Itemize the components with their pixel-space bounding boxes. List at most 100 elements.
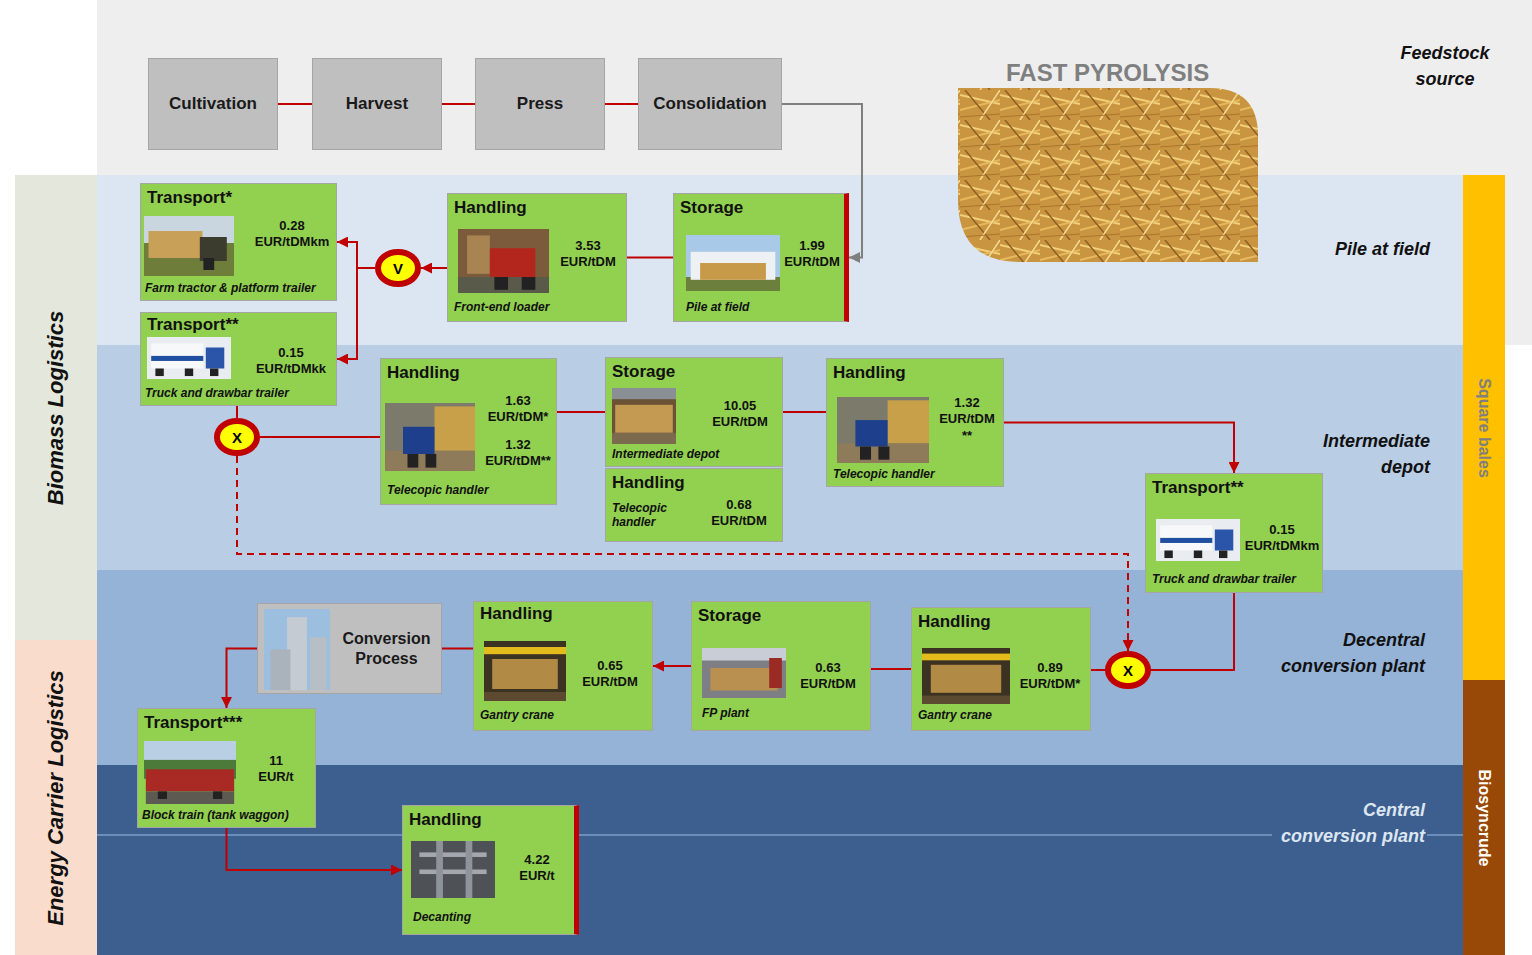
photo-part <box>686 235 780 291</box>
flow-connector <box>227 649 258 709</box>
step-title: Storage <box>680 198 743 218</box>
cost-value: 1.32 EUR/tDM** <box>483 437 553 470</box>
equipment-caption: Front-end loader <box>454 300 622 314</box>
photo-part <box>837 397 929 463</box>
process-step-box: Press <box>475 58 605 150</box>
equipment-caption: Pile at field <box>686 300 836 314</box>
equipment-caption: Telecopic handler <box>387 483 552 497</box>
cost-value: 1.63 EUR/tDM* <box>483 393 553 426</box>
step-title: Handling <box>833 363 906 383</box>
photo-part <box>151 343 203 368</box>
grey-ground <box>1505 175 1532 345</box>
flow-connector <box>442 648 473 650</box>
photo-part <box>206 348 224 369</box>
photo-part <box>922 648 1010 704</box>
flow-connector <box>557 411 605 413</box>
step-title: Handling <box>918 612 991 632</box>
equipment-caption: Truck and drawbar trailer <box>1152 572 1318 586</box>
photo-part <box>492 659 558 689</box>
step-title: Handling <box>454 198 527 218</box>
band-divider <box>97 834 1463 836</box>
equipment-photo <box>686 235 780 291</box>
cost-value: 4.22 EUR/t <box>511 852 563 885</box>
photo-part <box>612 388 676 399</box>
photo-part <box>855 420 887 446</box>
junction-symbol: X <box>214 418 260 456</box>
photo-part <box>458 277 549 293</box>
flow-connector <box>421 267 447 269</box>
equipment-photo <box>385 403 475 471</box>
step-title: Transport*** <box>144 713 242 733</box>
photo-part <box>426 454 437 468</box>
equipment-caption: Block train (tank waggon) <box>142 808 314 822</box>
photo-part <box>494 277 508 290</box>
flow-connector <box>227 828 403 870</box>
equipment-caption: Gantry crane <box>918 708 1086 722</box>
equipment-photo <box>144 741 236 804</box>
step-label: Consolidation <box>639 59 781 149</box>
photo-part <box>210 369 218 377</box>
process-step-box: Conversion Process <box>257 603 442 694</box>
photo-part <box>1164 551 1172 559</box>
photo-part <box>931 665 1001 693</box>
category-bar: Square bales <box>1463 175 1505 680</box>
photo-part <box>922 654 1010 661</box>
photo-part <box>419 852 486 857</box>
junction-symbol: X <box>1105 651 1151 689</box>
logistics-step-box: Storage0.63 EUR/tDMFP plant <box>691 601 871 731</box>
band-label: Central conversion plant <box>1272 797 1427 849</box>
cost-value: 10.05 EUR/tDM <box>702 398 778 431</box>
photo-part <box>769 658 782 688</box>
junction-circle: V <box>375 249 421 287</box>
band-label: Feedstock source <box>1380 40 1510 92</box>
photo-part <box>151 356 203 361</box>
photo-part <box>467 235 490 273</box>
equipment-photo <box>264 609 330 690</box>
photo-part <box>408 454 419 468</box>
equipment-photo <box>837 397 929 463</box>
flow-connector <box>783 411 826 413</box>
photo-part <box>264 609 330 690</box>
equipment-caption: Decanting <box>413 910 563 924</box>
photo-part <box>403 427 435 454</box>
photo-part <box>146 769 234 791</box>
equipment-caption: Telecopic handler <box>833 467 999 481</box>
band-label: Decentral conversion plant <box>1272 627 1427 679</box>
photo-part <box>203 258 214 270</box>
cost-value: 0.15 EUR/tDMkk <box>253 345 329 378</box>
cost-value: 0.65 EUR/tDM <box>574 658 646 691</box>
photo-part <box>436 841 443 898</box>
equipment-caption: Gantry crane <box>480 708 648 722</box>
photo-part <box>612 388 676 444</box>
logistics-step-box: Storage1.99 EUR/tDMPile at field <box>673 193 849 322</box>
photo-part <box>484 641 566 701</box>
step-label: Press <box>476 59 604 149</box>
equipment-photo <box>411 841 495 898</box>
photo-part <box>271 650 291 691</box>
step-title: Transport** <box>147 315 239 335</box>
process-step-box: Cultivation <box>148 58 278 150</box>
process-step-box: Consolidation <box>638 58 782 150</box>
flow-connector <box>1091 669 1105 671</box>
photo-part <box>691 252 776 280</box>
photo-part <box>385 403 475 471</box>
cost-value: 0.63 EUR/tDM <box>792 660 864 693</box>
step-title: Handling <box>409 810 482 830</box>
flow-connector <box>653 665 691 667</box>
category-bar: Biosyncrude <box>1463 680 1505 955</box>
photo-part <box>612 433 676 444</box>
photo-part <box>435 406 476 450</box>
cost-value: 11 EUR/t <box>252 753 300 786</box>
cost-value: 0.28 EUR/tDMkm <box>254 218 330 251</box>
cost-value: 3.53 EUR/tDM <box>556 238 620 271</box>
logistics-step-box: Storage10.05 EUR/tDMIntermediate depot <box>605 357 783 467</box>
logistics-step-box: Transport**0.15 EUR/tDMkkTruck and drawb… <box>140 312 337 406</box>
flow-connector <box>442 103 475 105</box>
cost-value: 0.15 EUR/tDMkm <box>1243 522 1321 555</box>
photo-part <box>615 405 673 433</box>
photo-part <box>147 337 231 379</box>
flow-connector <box>236 406 238 418</box>
logistics-step-box: HandlingTelecopic handler0.68 EUR/tDM <box>605 468 783 542</box>
logistics-step-box: Handling1.32 EUR/tDM **Telecopic handler <box>826 358 1004 487</box>
